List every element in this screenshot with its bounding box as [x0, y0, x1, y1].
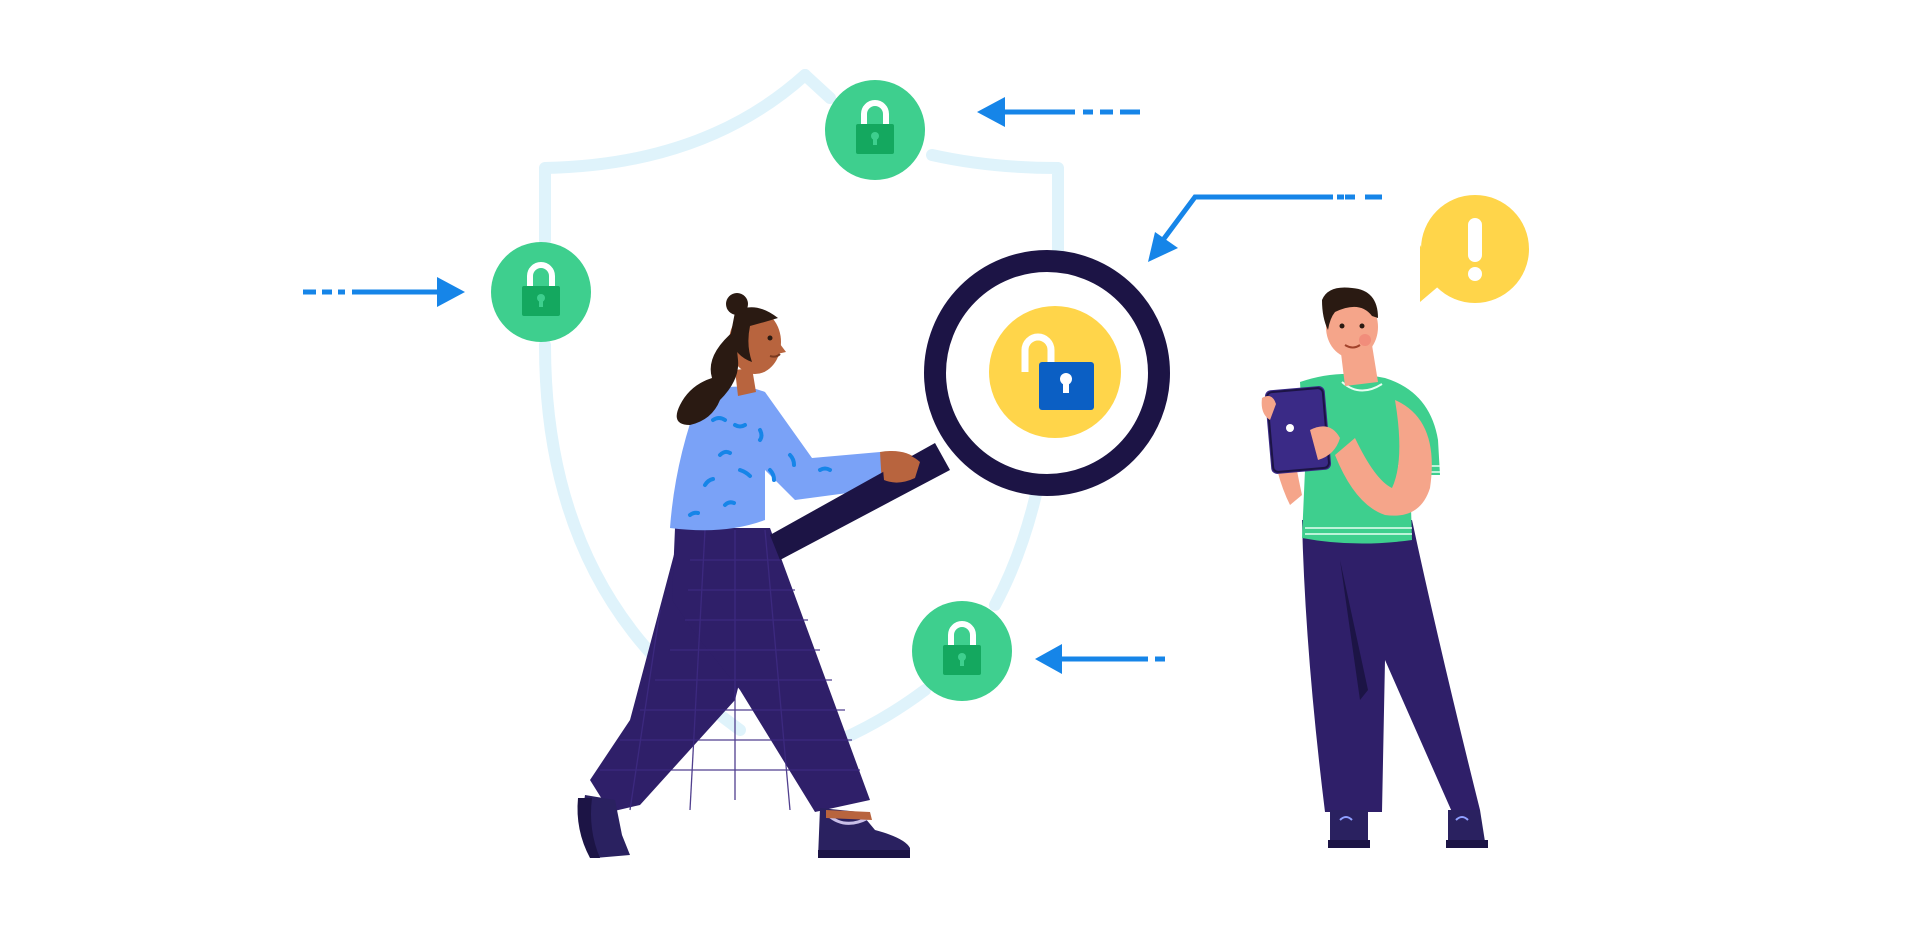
woman-hand: [882, 453, 920, 483]
woman-inspecting-figure: [577, 293, 918, 858]
padlock-locked-icon: [491, 242, 591, 342]
man-with-tablet-figure: [1261, 287, 1488, 848]
padlock-locked-icon: [825, 80, 925, 180]
arrow-icon: [303, 277, 465, 307]
arrow-icon: [977, 97, 1140, 127]
arrow-icon: [1035, 644, 1165, 674]
padlock-unlocked-icon: [989, 306, 1121, 438]
exclamation-speech-bubble-icon: [1420, 195, 1529, 303]
arrow-icon: [1148, 194, 1382, 262]
padlock-locked-icon: [912, 601, 1012, 701]
